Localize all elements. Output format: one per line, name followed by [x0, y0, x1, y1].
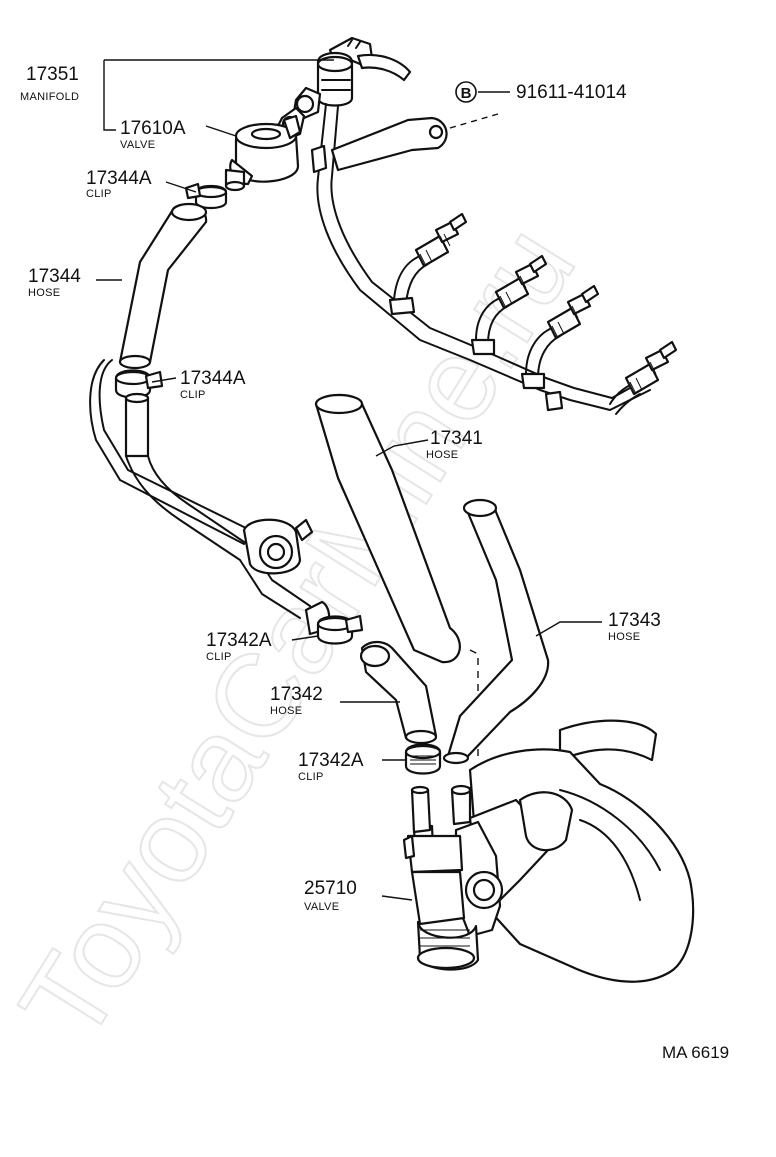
callout-labels: 17351 MANIFOLD 17610A VALVE B 91611-4101…	[20, 64, 729, 1062]
callout-25710: 25710 VALVE	[304, 878, 357, 913]
part-name: CLIP	[86, 188, 112, 200]
part-name: CLIP	[206, 651, 232, 663]
callout-17342a-upper: 17342A CLIP	[206, 630, 272, 663]
callout-17610a: 17610A VALVE	[120, 118, 186, 151]
part-name: HOSE	[28, 287, 60, 299]
part-name: VALVE	[304, 901, 339, 913]
part-number: 17341	[430, 428, 483, 449]
callout-17344: 17344 HOSE	[28, 266, 81, 299]
clip-17342a-lower-part	[404, 743, 442, 775]
callout-17344a-upper: 17344A CLIP	[86, 168, 152, 200]
part-name: HOSE	[270, 705, 302, 717]
manifold-assembly	[274, 36, 678, 415]
part-number: 17610A	[120, 118, 186, 139]
part-number: 17344	[28, 266, 81, 287]
bolt-symbol: B	[461, 85, 472, 102]
callout-17343: 17343 HOSE	[608, 610, 661, 643]
figure-code: MA 6619	[662, 1043, 729, 1062]
hose-17343-part	[442, 498, 550, 765]
part-name: MANIFOLD	[20, 91, 79, 103]
part-name: HOSE	[608, 631, 640, 643]
hose-17342-part	[359, 640, 438, 745]
part-name: VALVE	[120, 139, 155, 151]
injection-nozzle-2	[470, 254, 548, 356]
injection-nozzle-4	[609, 340, 678, 415]
part-name: CLIP	[298, 771, 324, 783]
part-number: 17342	[270, 684, 323, 705]
manifold-mount-bracket	[330, 116, 448, 172]
callout-17341: 17341 HOSE	[426, 428, 483, 461]
part-number: 91611-41014	[516, 82, 627, 103]
part-number: 17344A	[86, 168, 152, 189]
hose-17344-part	[118, 202, 208, 370]
callout-17344a-mid: 17344A CLIP	[180, 368, 246, 401]
valve-25710-assembly	[402, 719, 695, 983]
part-number: 17344A	[180, 368, 246, 389]
callout-17342a-lower: 17342A CLIP	[298, 750, 364, 783]
injection-nozzle-1	[388, 212, 468, 316]
part-number: 17342A	[298, 750, 364, 771]
part-number: 17343	[608, 610, 661, 631]
part-name: CLIP	[180, 389, 206, 401]
callout-91611-41014: B 91611-41014	[455, 81, 627, 103]
valve-17610a	[224, 114, 302, 192]
part-name: HOSE	[426, 449, 458, 461]
part-number: 25710	[304, 878, 357, 899]
part-number: 17351	[26, 64, 79, 85]
callout-17342: 17342 HOSE	[270, 684, 323, 717]
injection-nozzle-3	[520, 284, 600, 390]
callout-leaders	[96, 59, 602, 901]
clip-17344a-mid-part	[114, 369, 164, 399]
callout-17351: 17351 MANIFOLD	[20, 64, 79, 103]
bolt-symbol-circle	[455, 81, 477, 103]
hose-17341-part	[314, 393, 479, 760]
part-number: 17342A	[206, 630, 272, 651]
clip-17342a-upper-part	[316, 614, 364, 645]
